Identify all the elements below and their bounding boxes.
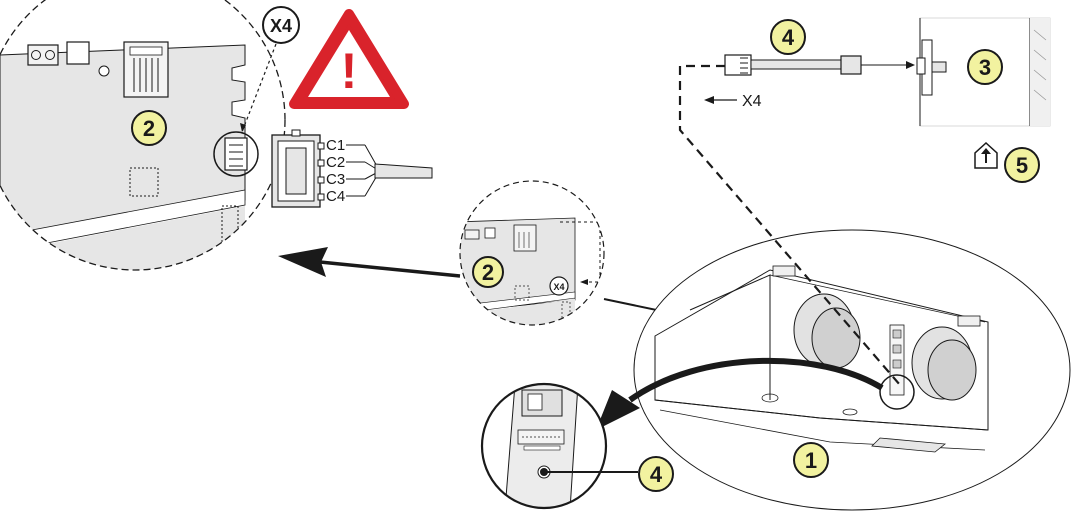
pin-c3: C3	[326, 171, 345, 188]
x4-direction-arrow: X4	[704, 93, 762, 110]
svg-text:4: 4	[650, 462, 663, 487]
x4-small-tag: X4	[549, 276, 569, 296]
large-pcb-zoom	[0, 0, 286, 271]
callout-4-top: 4	[770, 19, 806, 55]
svg-text:2: 2	[143, 116, 155, 141]
svg-text:X4: X4	[742, 93, 762, 110]
zoom-arrow	[278, 247, 461, 278]
callout-2-large: 2	[131, 110, 167, 146]
svg-text:1: 1	[805, 448, 817, 473]
small-pcb-zoom	[459, 180, 605, 326]
curved-arrow	[596, 357, 884, 430]
ventilation-unit	[633, 229, 1071, 511]
svg-text:4: 4	[782, 25, 795, 50]
bottom-zoom	[480, 382, 638, 510]
warning-icon: !	[289, 9, 409, 109]
svg-text:5: 5	[1016, 153, 1028, 178]
callout-5: 5	[1004, 147, 1040, 183]
pin-c2: C2	[326, 154, 345, 171]
svg-text:3: 3	[979, 55, 991, 80]
up-arrow-icon	[974, 141, 998, 169]
x4-plug-detail	[271, 129, 433, 208]
callout-2-small: 2	[472, 256, 504, 288]
pin-c4: C4	[326, 188, 345, 205]
svg-text:2: 2	[482, 260, 494, 285]
sensor-cable	[678, 54, 915, 386]
svg-text:X4: X4	[270, 16, 292, 36]
pin-c1: C1	[326, 137, 345, 154]
x4-socket-on-board	[224, 137, 248, 171]
svg-text:!: !	[341, 43, 358, 99]
callout-3: 3	[967, 49, 1003, 85]
x4-label: X4	[240, 6, 300, 133]
svg-text:X4: X4	[553, 282, 564, 292]
callout-1: 1	[793, 442, 829, 478]
callout-4-bottom: 4	[638, 456, 674, 492]
